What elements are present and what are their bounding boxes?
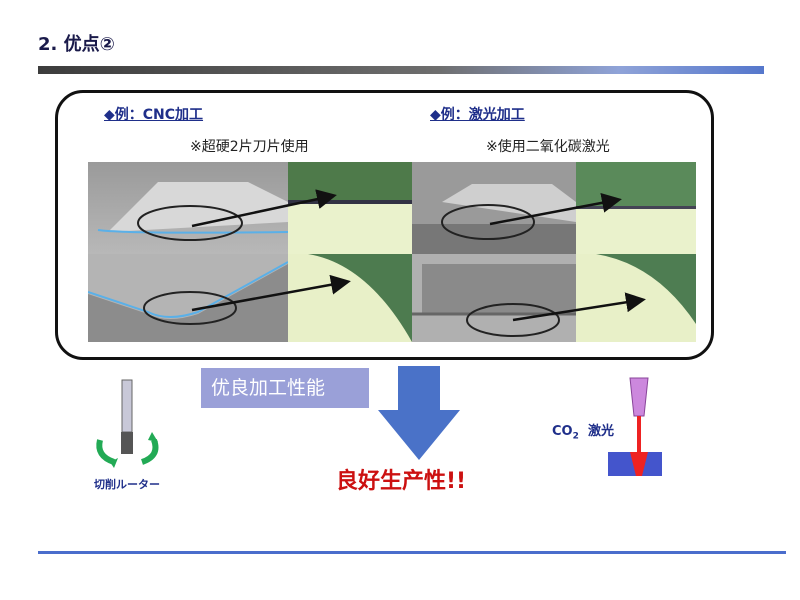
cnc-example-note: ※超硬2片刀片使用 [190,139,309,155]
highlight-ellipse [143,291,237,325]
laser-corner-photo-bottom [412,254,576,342]
highlight-ellipse [441,204,535,240]
laser-micro-photo-top [576,162,696,254]
laser-example-note: ※使用二氧化碳激光 [486,139,610,155]
cnc-example-label: ◆例：CNC加工 [104,107,204,123]
bottom-divider [38,551,786,554]
co2-label: CO2 [552,424,579,442]
callout-box: 优良加工性能 [201,368,369,408]
router-caption: 切削ルーター [94,478,160,491]
laser-micro-photo-bottom [576,254,696,342]
cnc-micro-photo-bottom [288,254,412,342]
laser-beam-icon [608,377,662,476]
cnc-micro-photo-top [288,162,412,254]
laser-label: 激光 [588,424,615,439]
highlight-ellipse [137,205,243,241]
highlight-ellipse [466,303,560,337]
zoom-arrow [512,292,646,322]
zoom-arrow [191,189,337,228]
result-text: 良好生产性!! [336,469,467,494]
zoom-arrow [191,274,351,312]
title-divider [38,66,764,74]
slide-title: 2. 优点② [38,34,115,55]
router-icon-block: 切削ルーター [90,376,180,496]
down-arrow-icon [378,366,460,460]
laser-icon-block: CO2 激光 [552,376,662,486]
zoom-arrow [489,192,622,226]
laser-example-label: ◆例：激光加工 [430,107,525,123]
rotating-cutter-icon [96,379,159,468]
